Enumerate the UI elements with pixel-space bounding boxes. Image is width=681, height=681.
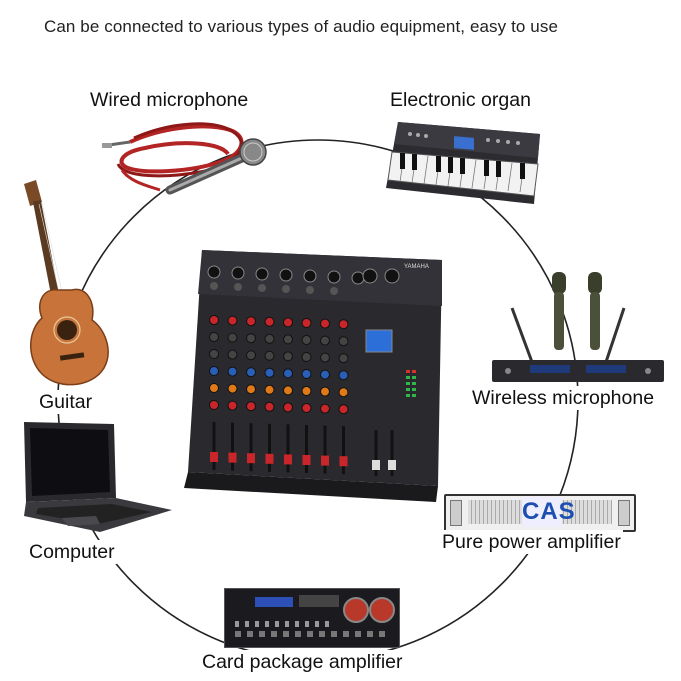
mixer-fader-cap — [210, 452, 218, 462]
mixer-fader-slot — [231, 422, 234, 471]
mixer-fader-slot — [212, 422, 216, 470]
mixer-knob — [320, 352, 330, 363]
card-amplifier-image — [224, 588, 400, 648]
headline: Can be connected to various types of aud… — [44, 17, 558, 36]
mixer-knob — [301, 318, 312, 328]
computer-label: Computer — [27, 540, 117, 564]
mixer-knob — [264, 333, 275, 344]
mixer-knob — [283, 317, 293, 328]
mixer-knob — [301, 403, 312, 413]
mixer-knob — [227, 349, 238, 360]
mixer-fader-slot — [268, 423, 271, 472]
mixer-fader-slot — [323, 425, 327, 474]
mixer-fader-slot — [305, 425, 308, 473]
mixer-knob — [209, 366, 219, 376]
mixer-knob — [246, 367, 256, 378]
mixer-knob — [301, 335, 312, 345]
mixer-knob — [227, 366, 238, 377]
amp-brand-logo: CAS — [522, 497, 576, 527]
mixer-master-fader-slot — [390, 430, 394, 476]
audio-mixer-image: YAMAHA — [184, 250, 442, 502]
mixer-knob — [209, 400, 219, 410]
mixer-knob — [320, 318, 330, 329]
mixer-knob — [338, 404, 349, 415]
mixer-knob — [301, 386, 312, 396]
power-amplifier-label: Pure power amplifier — [440, 530, 623, 554]
mixer-master-fader-cap — [372, 460, 380, 470]
mixer-knob — [227, 315, 238, 326]
mixer-knob — [246, 350, 256, 361]
mixer-knob — [283, 402, 293, 413]
mixer-knob — [338, 387, 349, 398]
wired-microphone-image — [101, 122, 267, 195]
power-amplifier-image: CAS — [444, 494, 636, 532]
mixer-knob — [338, 336, 349, 347]
wireless-microphone-label: Wireless microphone — [470, 386, 657, 410]
mixer-knob — [227, 383, 238, 394]
mixer-knob — [209, 383, 219, 393]
electronic-organ-label: Electronic organ — [388, 88, 533, 112]
mixer-knob — [320, 335, 330, 346]
mixer-knob — [264, 316, 275, 327]
mixer-fader-cap — [265, 453, 274, 464]
computer-image — [24, 422, 172, 532]
mixer-knob — [209, 315, 219, 325]
mixer-knob — [283, 351, 293, 362]
mixer-fader-cap — [339, 456, 348, 467]
mixer-knob — [338, 370, 349, 381]
mixer-master-fader-cap — [388, 460, 396, 470]
mixer-fader-cap — [284, 454, 292, 465]
mixer-knob — [320, 403, 330, 414]
mixer-knob — [227, 400, 238, 411]
mixer-knob — [283, 385, 293, 396]
wired-microphone-label: Wired microphone — [88, 88, 251, 112]
mixer-knob — [283, 368, 293, 379]
electronic-organ-image — [386, 122, 540, 204]
mixer-fader-slot — [249, 423, 253, 472]
mixer-knob — [209, 332, 219, 342]
mixer-fader-cap — [302, 455, 311, 465]
mixer-knob — [246, 384, 256, 395]
mixer-knob — [227, 332, 238, 343]
mixer-fader-slot — [286, 424, 290, 473]
mixer-fader-slot — [342, 426, 345, 475]
mixer-knob — [246, 401, 256, 412]
mixer-fader-cap — [247, 453, 255, 464]
mixer-knob — [264, 384, 275, 395]
mixer-knob — [320, 386, 330, 397]
mixer-fader-cap — [321, 455, 329, 466]
wireless-microphone-image — [492, 272, 664, 382]
mixer-knob — [320, 369, 330, 380]
mixer-master-fader-slot — [374, 430, 378, 476]
mixer-knob — [338, 319, 349, 330]
mixer-knob — [301, 352, 312, 362]
card-amplifier-label: Card package amplifier — [200, 650, 405, 674]
mixer-brand-text: YAMAHA — [404, 264, 429, 270]
mixer-knob — [246, 316, 256, 327]
guitar-image — [24, 180, 109, 386]
mixer-knob — [301, 369, 312, 379]
mixer-knob — [246, 333, 256, 344]
mixer-knob — [264, 350, 275, 361]
mixer-knob — [283, 334, 293, 345]
mixer-knob — [209, 349, 219, 359]
mixer-knob — [338, 353, 349, 364]
mixer-knob — [264, 367, 275, 378]
mixer-knob — [264, 401, 275, 412]
guitar-label: Guitar — [37, 390, 95, 414]
mixer-fader-cap — [228, 452, 237, 463]
